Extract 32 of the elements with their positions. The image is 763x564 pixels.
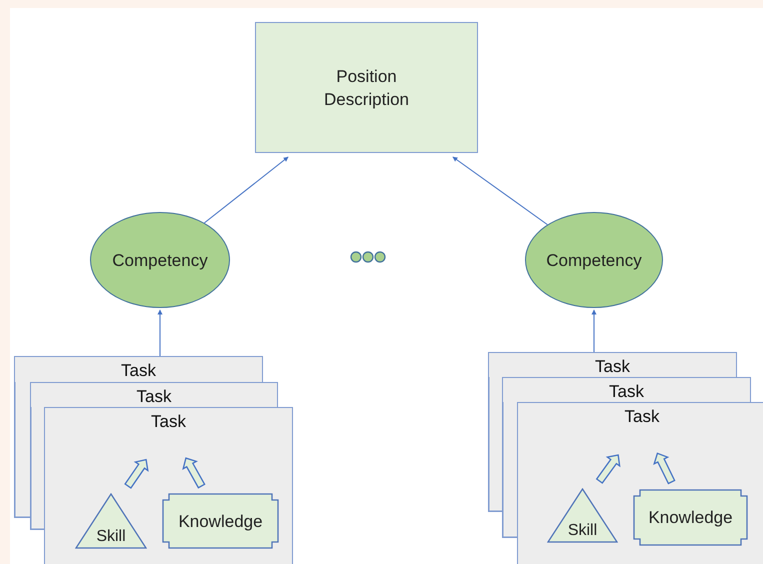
node-label: Skill <box>568 521 598 541</box>
knowledge-plaque <box>162 493 279 549</box>
node-label: Task <box>595 357 630 377</box>
block-arrow <box>596 454 620 484</box>
node-label: Position Description <box>322 66 410 110</box>
node-label: Competency <box>112 250 208 272</box>
skill-triangle <box>75 493 147 549</box>
node-label: Task <box>151 412 186 432</box>
block-arrow <box>124 458 149 489</box>
arrow <box>452 156 548 226</box>
skill-triangle <box>547 488 618 543</box>
block-arrow <box>182 457 206 489</box>
task-card <box>14 356 263 382</box>
process-box <box>255 22 478 153</box>
node-label: Competency <box>546 250 642 272</box>
knowledge-plaque <box>633 489 748 546</box>
arrow <box>204 156 289 224</box>
task-card <box>502 377 751 402</box>
task-card <box>30 382 278 407</box>
arrow <box>592 310 596 352</box>
node-label: Task <box>609 382 644 402</box>
task-card <box>488 352 737 377</box>
task-card <box>44 407 293 564</box>
block-arrow <box>653 452 676 484</box>
task-card <box>517 402 763 564</box>
node-label: Skill <box>96 527 126 547</box>
node-label: Knowledge <box>648 507 733 529</box>
node-label: Knowledge <box>178 510 263 532</box>
node-label: Task <box>136 387 172 407</box>
arrow <box>158 310 162 356</box>
node-label: Task <box>121 361 156 381</box>
node-label: Task <box>624 407 660 427</box>
